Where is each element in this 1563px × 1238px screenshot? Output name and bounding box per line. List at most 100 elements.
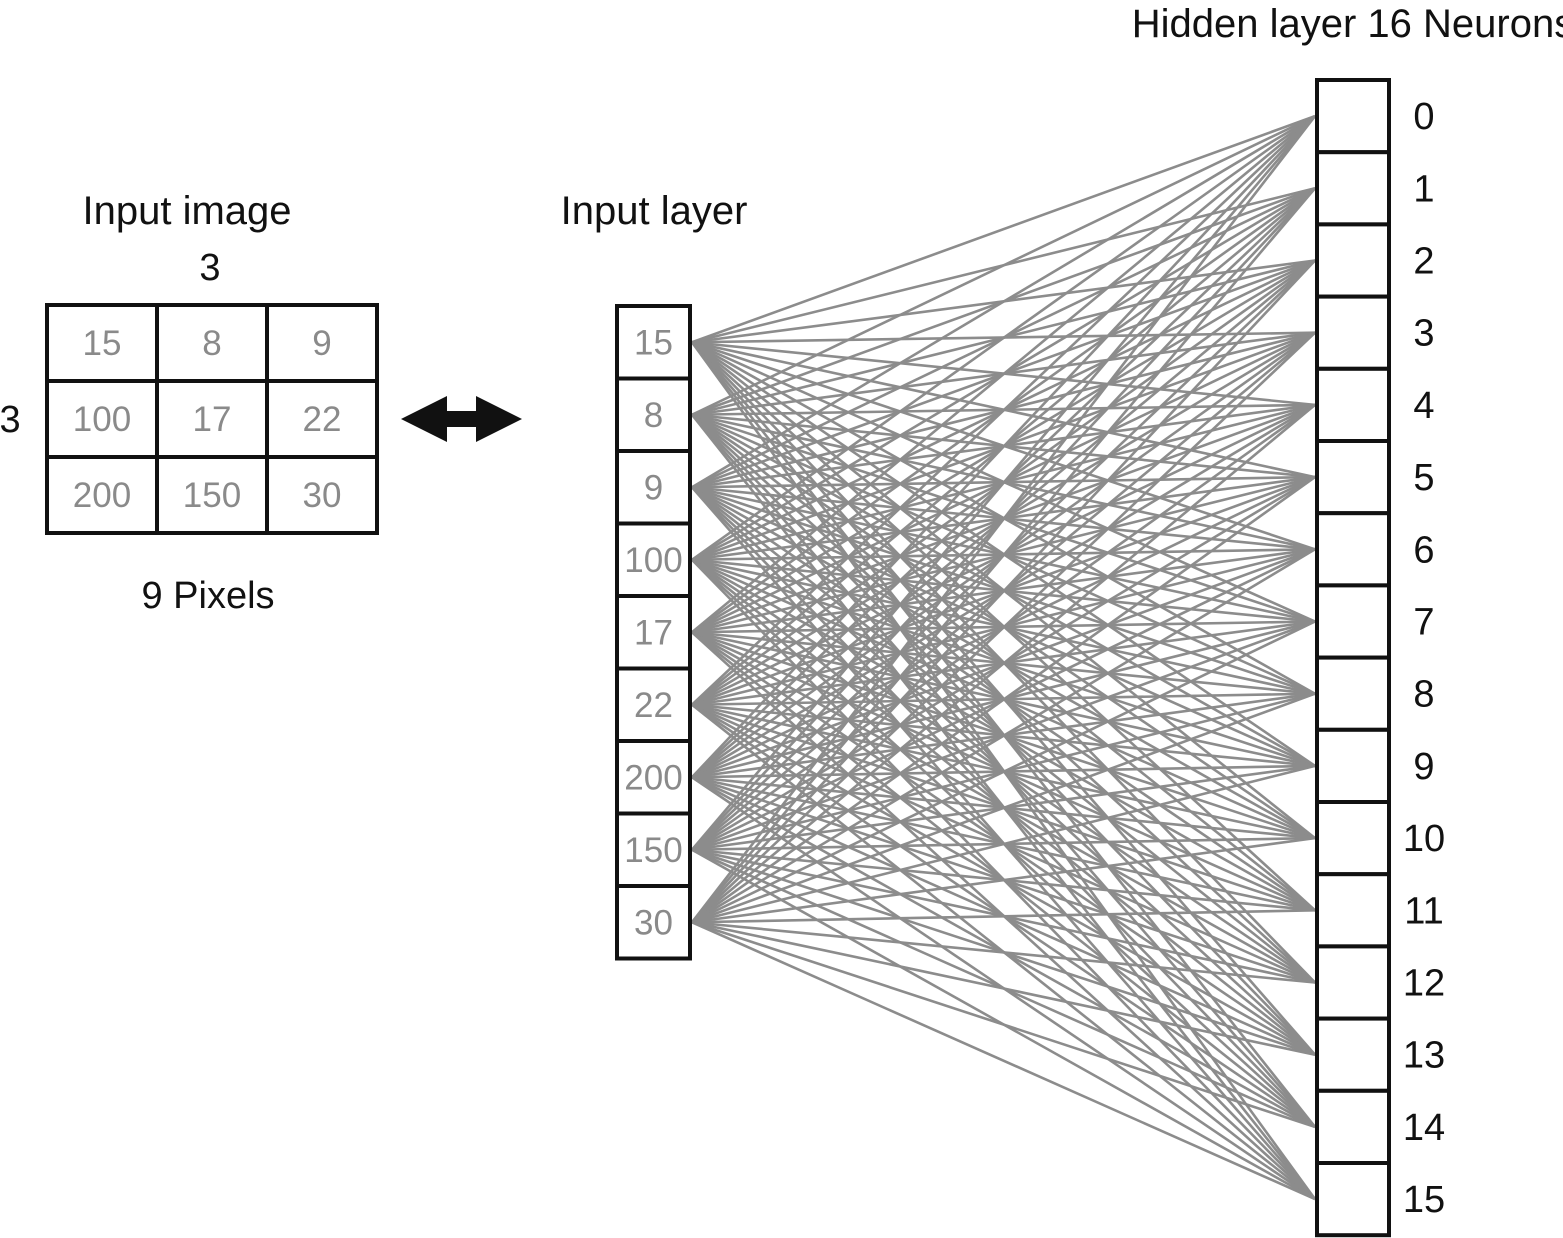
hidden-neuron-index: 11 xyxy=(1404,890,1443,932)
connection-line xyxy=(691,115,1316,561)
pixel-value: 8 xyxy=(202,324,221,363)
connection-line xyxy=(691,920,1316,1056)
hidden-neuron: 14 xyxy=(1315,1088,1445,1166)
hidden-neuron-index: 4 xyxy=(1413,385,1434,427)
pixel-value: 9 xyxy=(312,324,331,363)
input-neuron: 200 xyxy=(615,739,692,816)
hidden-neuron: 1 xyxy=(1315,150,1435,227)
pixel-value: 200 xyxy=(73,476,131,515)
connection-line xyxy=(691,331,1316,924)
hidden-neuron: 4 xyxy=(1315,366,1435,443)
input-image-title: Input image xyxy=(82,189,291,233)
hidden-neuron: 0 xyxy=(1315,78,1435,155)
connection-line xyxy=(691,692,1316,924)
input-neuron-value: 150 xyxy=(624,831,682,870)
input-neuron: 17 xyxy=(615,594,692,671)
input-neuron-value: 15 xyxy=(634,323,673,362)
hidden-neuron-index: 5 xyxy=(1413,457,1434,499)
hidden-neuron-index: 15 xyxy=(1403,1179,1445,1221)
connection-line xyxy=(691,548,1316,924)
hidden-neuron: 8 xyxy=(1315,655,1435,732)
hidden-neuron: 9 xyxy=(1315,727,1435,804)
input-neuron-value: 100 xyxy=(624,541,682,580)
hidden-neuron: 2 xyxy=(1315,222,1435,299)
connection-line xyxy=(691,187,1316,924)
image-pixel-cell: 22 xyxy=(265,379,379,459)
hidden-neuron: 6 xyxy=(1315,511,1435,588)
connection-line xyxy=(690,115,1317,924)
input-neuron: 15 xyxy=(615,304,692,381)
pixel-value: 30 xyxy=(303,476,342,515)
hidden-neuron-index: 7 xyxy=(1413,602,1434,644)
pixel-count-caption: 9 Pixels xyxy=(141,575,274,617)
connection-line xyxy=(691,115,1316,851)
hidden-neuron-index: 1 xyxy=(1413,168,1434,210)
input-neuron: 30 xyxy=(615,884,692,961)
connection-line xyxy=(691,620,1316,924)
hidden-neuron-index: 9 xyxy=(1413,746,1434,788)
pixel-value: 17 xyxy=(193,400,232,439)
hidden-neuron: 13 xyxy=(1315,1016,1445,1093)
input-neuron-value: 17 xyxy=(634,613,673,652)
hidden-neuron-index: 12 xyxy=(1403,963,1445,1005)
connection-lines xyxy=(690,114,1317,1201)
image-pixel-cell: 17 xyxy=(155,379,269,459)
input-neuron-value: 9 xyxy=(644,468,663,507)
input-layer-section: Input layer 15 8 9 100 17 22 200 150 30 xyxy=(561,189,748,961)
hidden-neuron-index: 3 xyxy=(1413,313,1434,355)
image-pixel-cell: 15 xyxy=(45,303,159,383)
connection-line xyxy=(691,920,1316,984)
hidden-neuron: 3 xyxy=(1315,294,1435,371)
connection-line xyxy=(691,115,1316,634)
image-pixel-cell: 30 xyxy=(265,455,379,535)
double-arrow-icon xyxy=(401,396,522,442)
input-neuron-value: 8 xyxy=(644,396,663,435)
connection-line xyxy=(691,403,1316,924)
connection-line xyxy=(691,476,1316,924)
pixel-value: 22 xyxy=(303,400,342,439)
input-layer-title: Input layer xyxy=(561,189,748,233)
hidden-neuron-index: 13 xyxy=(1403,1035,1445,1077)
input-layer-column: 15 8 9 100 17 22 200 150 30 xyxy=(615,304,692,961)
image-pixel-cell: 100 xyxy=(45,379,159,459)
input-neuron-value: 200 xyxy=(624,758,682,797)
connection-line xyxy=(691,909,1316,924)
hidden-neuron: 15 xyxy=(1315,1161,1445,1238)
input-neuron: 22 xyxy=(615,666,692,743)
pixel-value: 100 xyxy=(73,400,131,439)
input-neuron-value: 30 xyxy=(634,903,673,942)
image-pixel-cell: 8 xyxy=(155,303,269,383)
connection-line xyxy=(691,921,1316,1129)
hidden-neuron-index: 6 xyxy=(1413,529,1434,571)
connection-line xyxy=(691,259,1316,924)
hidden-neuron: 11 xyxy=(1315,872,1444,949)
pixel-value: 15 xyxy=(83,324,122,363)
input-neuron: 8 xyxy=(615,376,692,453)
hidden-layer-title: Hidden layer 16 Neurons xyxy=(1132,2,1563,46)
hidden-neuron: 12 xyxy=(1315,944,1445,1021)
input-neuron-value: 22 xyxy=(634,686,673,725)
image-pixel-cell: 150 xyxy=(155,455,269,535)
hidden-neuron-index: 2 xyxy=(1413,241,1434,283)
input-neuron: 9 xyxy=(615,449,692,526)
connection-line xyxy=(691,115,1316,779)
image-pixel-cell: 200 xyxy=(45,455,159,535)
hidden-neuron-index: 14 xyxy=(1403,1107,1445,1149)
connection-line xyxy=(691,114,1316,416)
image-width-label: 3 xyxy=(199,247,220,289)
connection-line xyxy=(691,114,1316,344)
connection-line xyxy=(691,921,1316,1201)
hidden-layer-section: Hidden layer 16 Neurons 0123456789101112… xyxy=(1132,2,1563,1238)
hidden-neuron: 5 xyxy=(1315,439,1435,516)
hidden-neuron-index: 0 xyxy=(1413,96,1434,138)
connection-line xyxy=(691,114,1316,489)
input-neuron: 100 xyxy=(615,521,692,598)
connection-line xyxy=(691,115,1316,706)
input-neuron: 150 xyxy=(615,811,692,888)
pixel-value: 150 xyxy=(183,476,241,515)
hidden-neuron-index: 10 xyxy=(1403,818,1445,860)
hidden-neuron: 7 xyxy=(1315,583,1435,660)
